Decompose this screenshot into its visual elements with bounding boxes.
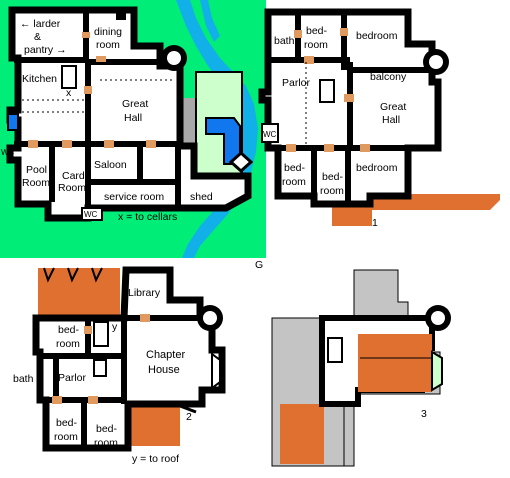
second-floor-roof-north [38, 268, 120, 316]
tower-north [116, 10, 126, 20]
label-library: Library [128, 287, 161, 299]
label-ground-floor-letter: G [255, 259, 263, 271]
second-floor-stair-lower [93, 359, 107, 377]
label-balcony: balcony [370, 71, 407, 83]
legend-cellars: x = to cellars [118, 211, 177, 223]
label-dining-1: dining [94, 26, 122, 38]
label-wc-bottom: WC [84, 210, 98, 219]
label-great-hall-1: Great [122, 98, 148, 110]
second-floor-roof-south [128, 406, 180, 446]
label-bedroom-c1-second: bed- [96, 423, 118, 435]
label-bedroom-b2-second: room [54, 431, 78, 443]
label-service-room: service room [104, 191, 164, 203]
second-floor-stair-spiral-icon [203, 311, 217, 325]
label-card-1: Card [62, 170, 85, 182]
garden-pavilion [228, 150, 254, 174]
label-bedroom-a1-second: bed- [58, 324, 80, 336]
label-roof-y: y [112, 321, 118, 333]
label-bedroom-c2-first: room [282, 176, 306, 188]
first-floor-wc-box [261, 123, 279, 143]
first-floor-plan: bath bed- room bedroom Parlor balcony Gr… [258, 8, 500, 229]
second-floor-doors [52, 314, 150, 404]
label-bath-first: bath [274, 35, 295, 47]
kitchen-ceiling-beams [22, 79, 174, 113]
first-floor-doors [286, 28, 370, 152]
label-card-2: Room [58, 182, 86, 194]
roof-gables [43, 267, 103, 283]
chapter-bay-window [211, 352, 221, 390]
second-floor-plan: Library bed- room y Chapter House bath P… [13, 266, 226, 465]
label-dining-2: room [96, 39, 120, 51]
label-bedroom-a2-first: room [304, 39, 328, 51]
label-bedroom-c2-second: room [94, 437, 118, 449]
label-larder: ← larder [20, 18, 61, 30]
stair-tower-spiral-icon [167, 51, 181, 65]
label-shed: shed [190, 191, 213, 203]
label-floor-number-1: 1 [372, 217, 378, 229]
river-branch [200, 0, 220, 42]
label-pool-1: Pool [26, 164, 47, 176]
third-floor-roof-east [358, 334, 432, 392]
label-wc-left: WC [1, 148, 15, 157]
label-floor-number-2: 2 [186, 411, 192, 423]
third-floor-stair-spiral-icon [431, 311, 445, 325]
third-floor-bay-roof [431, 350, 443, 392]
third-floor-plan: 3 [271, 269, 451, 467]
third-floor-stair [327, 337, 343, 363]
label-saloon: Saloon [94, 159, 127, 171]
first-floor-terrace-roof [332, 194, 500, 226]
label-bedroom-d2-first: room [320, 185, 344, 197]
label-pool-2: Room [22, 177, 50, 189]
label-chapter-2: House [148, 364, 180, 376]
label-chapter-1: Chapter [146, 349, 185, 361]
label-parlor-second: Parlor [58, 372, 87, 384]
second-floor-interior-walls [42, 315, 204, 448]
label-great-hall-2: Hall [124, 112, 142, 124]
kitchen-stair [61, 65, 77, 89]
label-bedroom-a2-second: room [56, 338, 80, 350]
wc-left-window [7, 113, 19, 131]
label-great-hall-2-first: Hall [382, 114, 400, 126]
label-bedroom-b1-second: bed- [56, 417, 78, 429]
third-floor-roof-west [280, 404, 324, 464]
first-floor-stair [319, 79, 335, 103]
label-bedroom-e-first: bedroom [356, 162, 398, 174]
label-parlor-first: Parlor [282, 77, 311, 89]
label-floor-number-3: 3 [421, 408, 427, 420]
first-floor-stair-spiral-icon [429, 55, 443, 69]
label-bedroom-c1-first: bed- [284, 162, 306, 174]
label-cellar-x: x [66, 87, 72, 99]
ground-floor-plan: ← larder & pantry → dining room Kitchen … [0, 0, 266, 271]
label-bedroom-a1-first: bed- [306, 25, 328, 37]
ground-floor-doors [28, 32, 156, 148]
legend-roof: y = to roof [132, 453, 179, 465]
label-ampersand: & [34, 31, 41, 43]
wc-bottom-box [81, 207, 103, 221]
label-kitchen: Kitchen [22, 73, 57, 85]
label-pantry: pantry → [24, 44, 67, 56]
ground-floor-towers [61, 10, 187, 89]
label-bedroom-b-first: bedroom [356, 30, 398, 42]
label-bath-second: bath [13, 373, 34, 385]
label-wc-first: WC [263, 130, 277, 139]
label-bedroom-d1-first: bed- [322, 171, 344, 183]
second-floor-stair [93, 321, 109, 347]
label-great-hall-1-first: Great [380, 101, 406, 113]
